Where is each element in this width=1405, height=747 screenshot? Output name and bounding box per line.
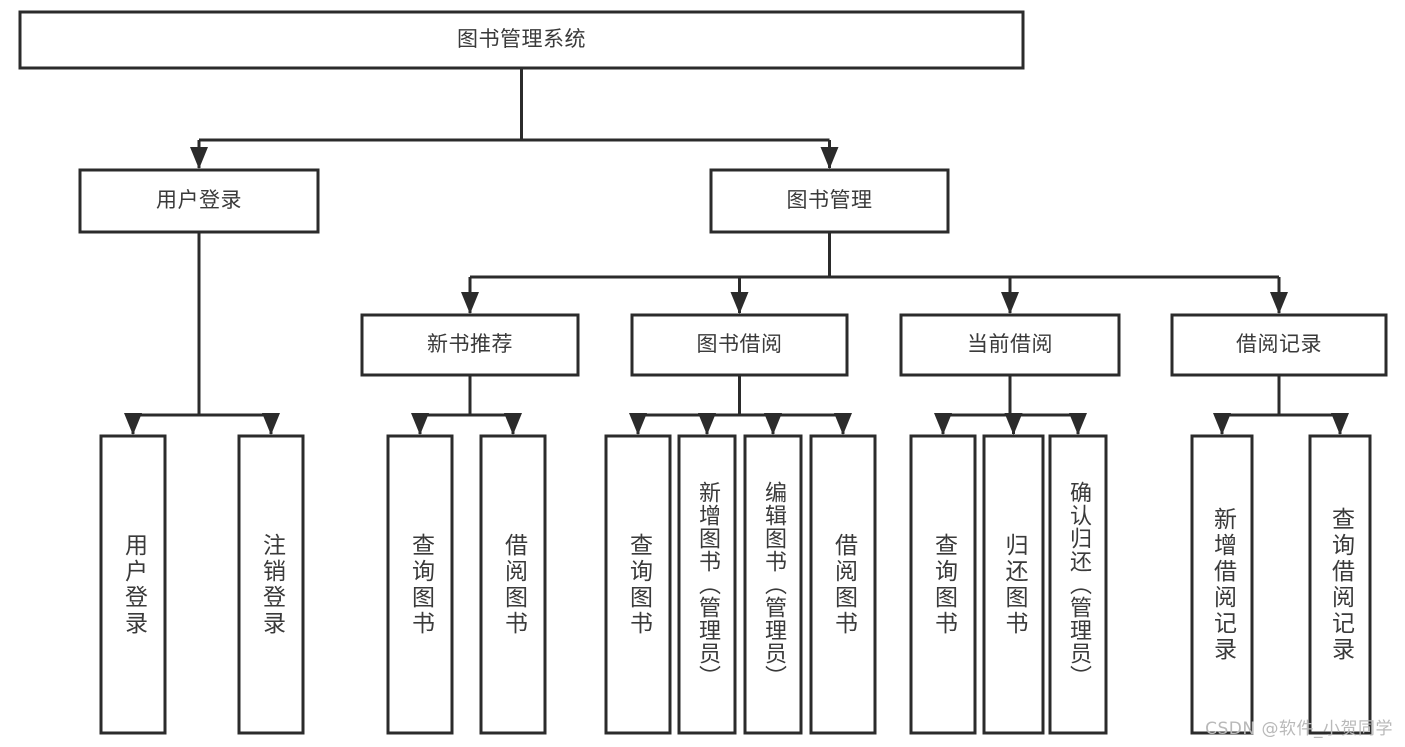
node-box-leaf-query-books-recommend[interactable] — [386, 434, 454, 735]
node-box-leaf-borrow-books-recommend[interactable] — [479, 434, 547, 735]
arrow-head-icon — [1331, 413, 1349, 435]
arrow-head-icon — [834, 413, 852, 435]
node-box-leaf-add-book-admin[interactable] — [677, 434, 737, 735]
node-box-leaf-user-login[interactable] — [99, 434, 167, 735]
node-box-leaf-query-books-borrow[interactable] — [604, 434, 672, 735]
node-box-book-management[interactable] — [709, 168, 950, 234]
node-box-leaf-confirm-return-admin[interactable] — [1048, 434, 1108, 735]
node-box-leaf-query-books-current[interactable] — [909, 434, 977, 735]
arrow-head-icon — [1069, 413, 1087, 435]
node-box-book-borrow[interactable] — [630, 313, 849, 377]
arrow-head-icon — [411, 413, 429, 435]
node-box-leaf-query-borrow-record[interactable] — [1308, 434, 1372, 735]
connector-lines — [124, 68, 1349, 435]
arrow-head-icon — [1270, 292, 1288, 314]
arrow-head-icon — [461, 292, 479, 314]
node-box-leaf-edit-book-admin[interactable] — [743, 434, 803, 735]
node-box-leaf-logout[interactable] — [237, 434, 305, 735]
node-box-current-borrow[interactable] — [899, 313, 1121, 377]
node-boxes — [18, 10, 1388, 735]
node-box-root[interactable] — [18, 10, 1025, 70]
arrow-head-icon — [504, 413, 522, 435]
arrow-head-icon — [124, 413, 142, 435]
arrow-head-icon — [1001, 292, 1019, 314]
node-box-leaf-return-books[interactable] — [982, 434, 1045, 735]
node-box-borrow-record[interactable] — [1170, 313, 1388, 377]
arrow-head-icon — [934, 413, 952, 435]
node-box-user-login[interactable] — [78, 168, 320, 234]
watermark-text: CSDN @软件_小贺同学 — [1205, 719, 1393, 739]
arrow-head-icon — [629, 413, 647, 435]
arrow-head-icon — [1213, 413, 1231, 435]
arrow-head-icon — [698, 413, 716, 435]
node-box-leaf-borrow-books-borrow[interactable] — [809, 434, 877, 735]
node-box-leaf-add-borrow-record[interactable] — [1190, 434, 1254, 735]
arrow-head-icon — [764, 413, 782, 435]
arrow-head-icon — [820, 147, 839, 169]
node-box-new-book-recommend[interactable] — [360, 313, 580, 377]
arrow-head-icon — [730, 292, 749, 314]
arrow-head-icon — [1004, 413, 1023, 435]
arrow-head-icon — [262, 413, 280, 435]
arrow-head-icon — [190, 147, 208, 169]
